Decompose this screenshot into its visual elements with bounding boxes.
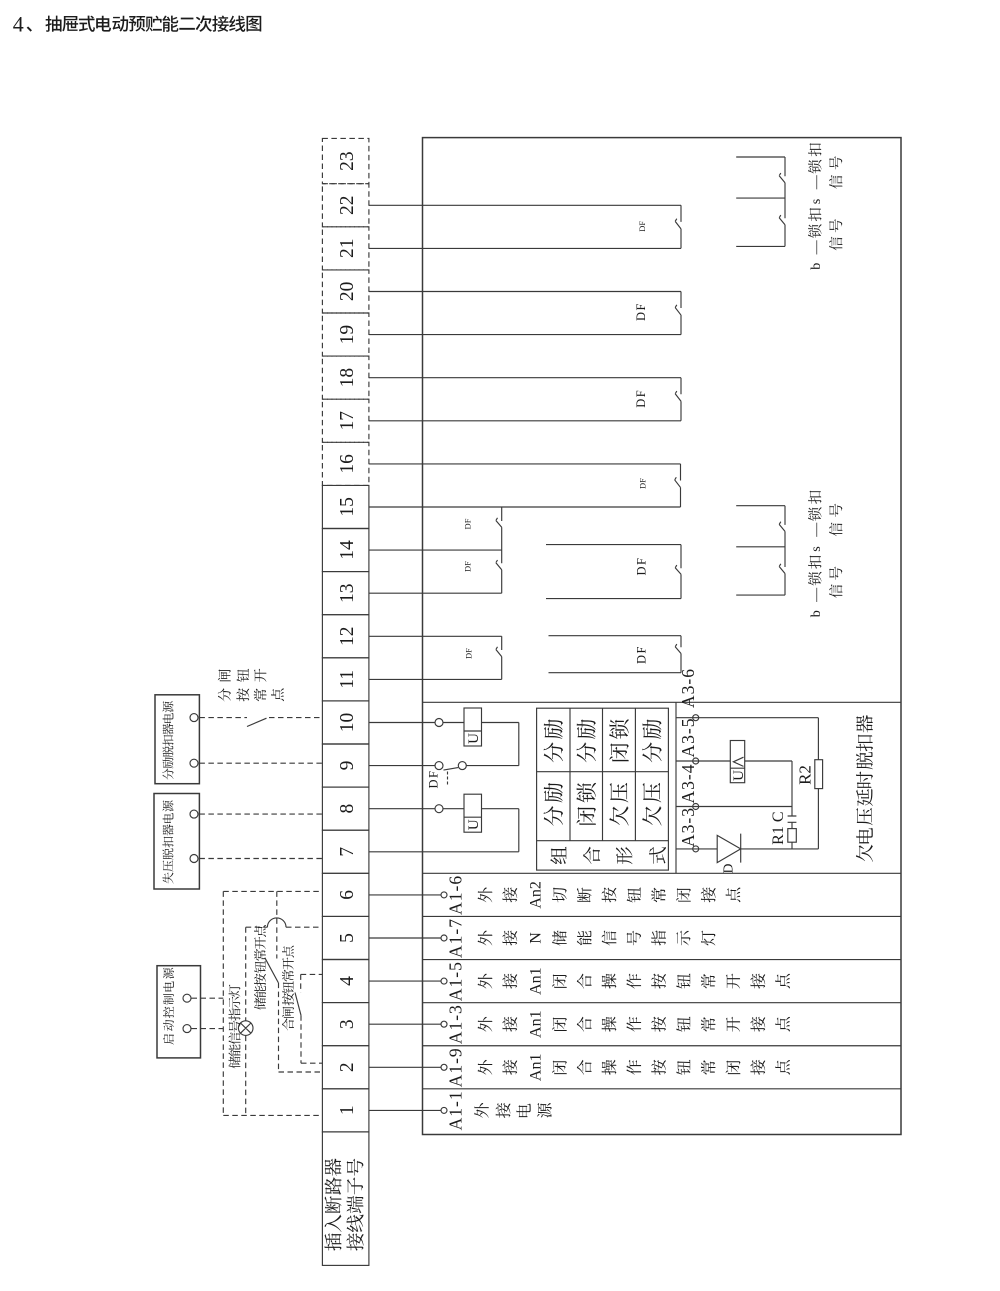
svg-text:2: 2: [337, 1062, 358, 1072]
svg-text:3: 3: [337, 1019, 358, 1029]
svg-text:21: 21: [337, 239, 358, 258]
svg-text:N: N: [527, 932, 544, 944]
svg-text:DF: DF: [634, 389, 648, 408]
svg-text:An1: An1: [527, 1054, 544, 1082]
svg-text:DF: DF: [464, 648, 474, 659]
svg-text:12: 12: [337, 626, 358, 646]
svg-text:A3-6: A3-6: [678, 668, 698, 708]
svg-text:DF: DF: [635, 645, 649, 664]
svg-text:DF: DF: [637, 221, 647, 232]
svg-text:An1: An1: [527, 967, 544, 995]
svg-text:A1-6: A1-6: [445, 875, 465, 915]
svg-text:DF: DF: [638, 478, 648, 489]
svg-text:—: —: [809, 522, 824, 538]
svg-text:17: 17: [337, 411, 358, 431]
svg-text:A3-3: A3-3: [678, 807, 698, 847]
svg-text:20: 20: [337, 282, 358, 302]
svg-text:A1-3: A1-3: [445, 1004, 465, 1044]
svg-text:An2: An2: [527, 881, 544, 909]
svg-text:DF: DF: [463, 518, 473, 529]
svg-text:DF: DF: [635, 557, 649, 576]
svg-text:s: s: [809, 546, 824, 551]
svg-text:11: 11: [337, 670, 358, 689]
svg-text:1: 1: [337, 1105, 358, 1115]
svg-text:—: —: [809, 587, 824, 603]
svg-text:An1: An1: [527, 1010, 544, 1038]
svg-text:4: 4: [337, 976, 358, 986]
svg-text:10: 10: [337, 713, 358, 733]
svg-text:—: —: [809, 239, 824, 255]
svg-text:R1: R1: [770, 826, 787, 845]
svg-text:A1-5: A1-5: [445, 961, 465, 1001]
svg-text:A1-9: A1-9: [445, 1047, 465, 1087]
svg-text:b: b: [809, 610, 824, 617]
svg-text:U: U: [466, 819, 482, 830]
svg-text:A1-7: A1-7: [445, 918, 465, 958]
svg-text:R2: R2: [796, 765, 815, 785]
svg-text:U: U: [731, 770, 747, 781]
svg-text:4: 4: [13, 12, 24, 37]
svg-text:D: D: [720, 863, 735, 873]
svg-text:18: 18: [337, 368, 358, 388]
svg-text:U: U: [466, 733, 482, 744]
svg-text:15: 15: [337, 497, 358, 517]
svg-text:DF: DF: [427, 770, 441, 789]
svg-text:16: 16: [337, 454, 358, 474]
svg-text:s: s: [809, 199, 824, 204]
svg-text:A1-1: A1-1: [445, 1090, 465, 1130]
svg-text:A3-4: A3-4: [678, 764, 698, 804]
svg-text:13: 13: [337, 583, 358, 603]
svg-text:DF: DF: [634, 302, 648, 321]
svg-text:C: C: [770, 811, 787, 822]
svg-text:23: 23: [337, 151, 358, 171]
svg-text:5: 5: [337, 933, 358, 943]
svg-text:22: 22: [337, 195, 358, 215]
svg-text:DF: DF: [463, 561, 473, 572]
svg-text:A3-5: A3-5: [678, 718, 698, 758]
svg-text:14: 14: [337, 540, 358, 560]
svg-text:8: 8: [337, 804, 358, 814]
svg-text:b: b: [809, 263, 824, 270]
svg-text:19: 19: [337, 325, 358, 345]
svg-text:9: 9: [337, 761, 358, 771]
svg-text:—: —: [809, 174, 824, 190]
svg-text:7: 7: [337, 847, 358, 857]
svg-text:6: 6: [337, 890, 358, 900]
